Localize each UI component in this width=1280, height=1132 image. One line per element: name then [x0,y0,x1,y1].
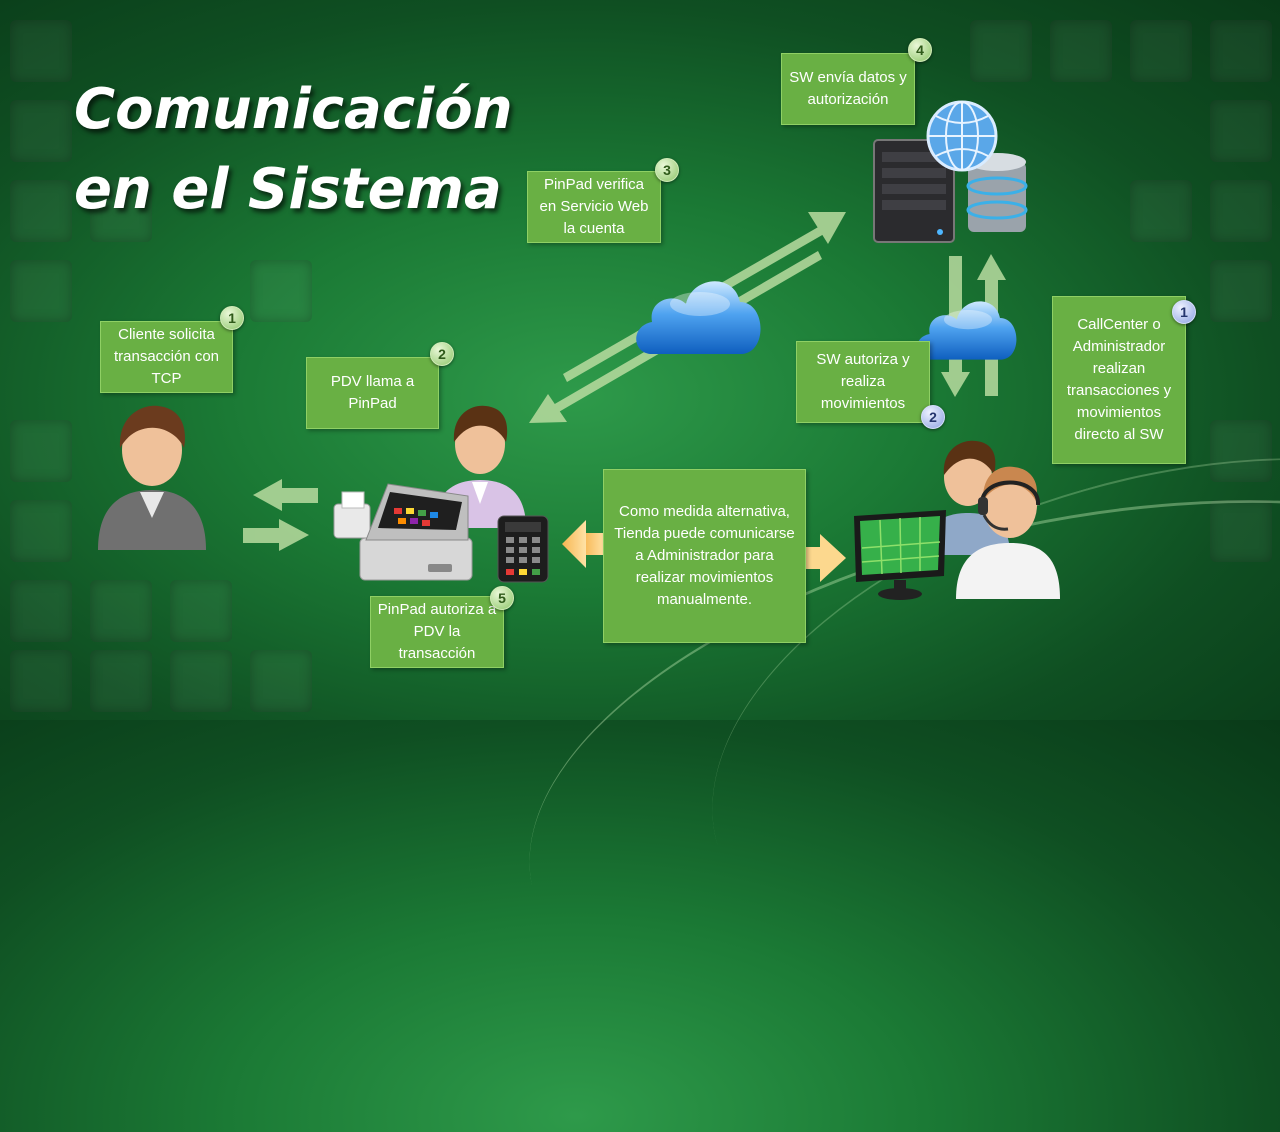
step-sw-envia-badge: 4 [908,38,932,62]
step-cliente-box: Cliente solicita transacción con TCP [100,321,233,393]
step-pdv-box: PDV llama a PinPad [306,357,439,429]
arrow-to-client [253,479,318,511]
step-sw-autoriza-text: SW autoriza y realiza movimientos [816,351,910,412]
step-pinpad-verifica-text: PinPad verifica en Servicio Web la cuent… [539,176,649,237]
step-sw-envia-text: SW envía datos y autorización [789,69,907,108]
monitor-icon [854,510,946,600]
arrow-to-pdv-horizontal [243,519,309,551]
step-pinpad-verifica-badge: 3 [655,158,679,182]
background-tiles [0,0,1280,720]
step-sw-autoriza-box: SW autoriza y realiza movimientos [796,341,930,423]
slide-title-line-2: en el Sistema [74,157,502,222]
step-pinpad-autoriza-text: PinPad autoriza a PDV la transacción [377,601,497,662]
server-globe-database-icon [873,100,1028,243]
step-pinpad-verifica-box: PinPad verifica en Servicio Web la cuent… [527,171,661,243]
cash-register-icon [333,483,473,581]
step-pinpad-autoriza-box: PinPad autoriza a PDV la transacción [370,596,504,668]
alternativa-box: Como medida alternativa, Tienda puede co… [603,469,806,643]
cloud-icon [916,301,1017,360]
step-callcenter-text: CallCenter o Administrador realizan tran… [1066,316,1172,443]
pinpad-keypad-icon [497,515,549,583]
step-callcenter-badge: 1 [1172,300,1196,324]
alternativa-text: Como medida alternativa, Tienda puede co… [614,503,795,608]
cloud-icon [636,281,761,354]
step-cliente-text: Cliente solicita transacción con TCP [113,326,220,387]
arrow-to-store [562,520,605,568]
slide-title-line-1: Comunicación [74,77,513,142]
step-sw-autoriza-badge: 2 [921,405,945,429]
step-pinpad-autoriza-badge: 5 [490,586,514,610]
step-pdv-text: PDV llama a PinPad [330,373,415,412]
callcenter-agents-icon [924,440,1060,599]
step-callcenter-box: CallCenter o Administrador realizan tran… [1052,296,1186,464]
step-sw-envia-box: SW envía datos y autorización [781,53,915,125]
slide-title: Comunicación en el Sistema [74,70,513,230]
step-pdv-badge: 2 [430,342,454,366]
customer-person-icon [98,405,206,550]
step-cliente-badge: 1 [220,306,244,330]
